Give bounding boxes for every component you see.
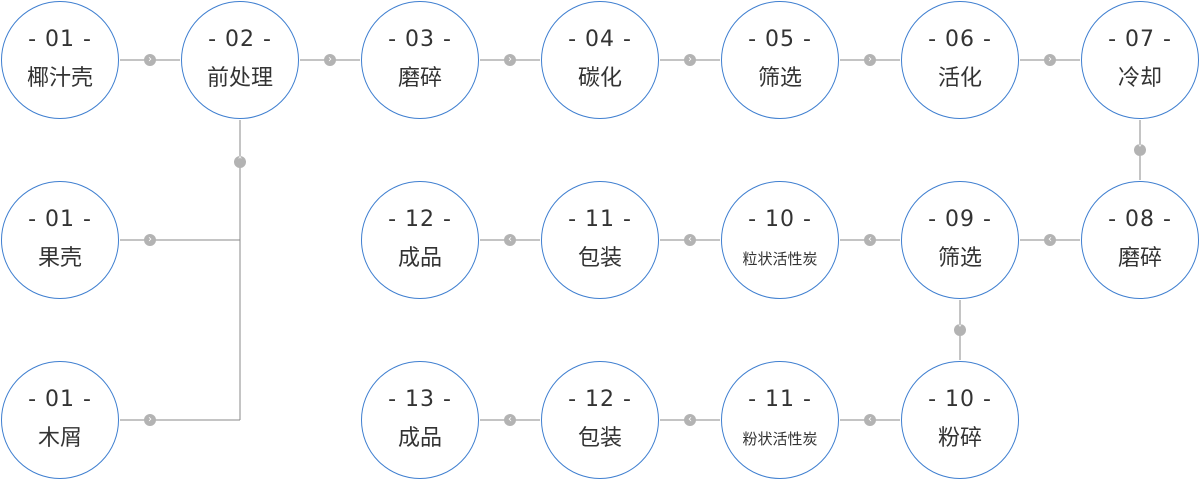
arrow-right-icon: › (144, 54, 156, 66)
node-step-label: 前处理 (206, 66, 273, 91)
process-node-screening-1: - 05 - 筛选 (720, 0, 840, 120)
node-step-label: 果壳 (37, 246, 82, 271)
arrow-left-icon: ‹ (504, 414, 516, 426)
node-step-label: 磨碎 (397, 66, 442, 91)
node-step-label: 粉状活性炭 (742, 430, 818, 448)
process-node-pretreatment: - 02 - 前处理 (180, 0, 300, 120)
process-node-carbonization: - 04 - 碳化 (540, 0, 660, 120)
node-circle (1, 1, 119, 119)
node-circle (541, 181, 659, 299)
node-circle (721, 361, 839, 479)
node-step-number: - 01 - (28, 27, 92, 52)
process-node-product-1: - 12 - 成品 (360, 180, 480, 300)
node-circle (1, 181, 119, 299)
process-node-packaging-2: - 12 - 包装 (540, 360, 660, 480)
node-step-label: 成品 (397, 246, 442, 271)
node-circle (721, 1, 839, 119)
node-circle (721, 181, 839, 299)
node-step-number: - 11 - (568, 207, 632, 232)
process-node-grinding-1: - 03 - 磨碎 (360, 0, 480, 120)
node-step-number: - 13 - (388, 387, 452, 412)
node-step-number: - 03 - (388, 27, 452, 52)
node-step-label: 木屑 (37, 426, 82, 451)
node-step-number: - 10 - (748, 207, 812, 232)
node-step-number: - 02 - (208, 27, 272, 52)
node-step-label: 筛选 (757, 66, 802, 91)
arrow-left-icon: ‹ (684, 234, 696, 246)
node-circle (901, 181, 1019, 299)
node-circle (361, 361, 479, 479)
node-step-number: - 01 - (28, 387, 92, 412)
node-circle (361, 181, 479, 299)
node-circle (1, 361, 119, 479)
arrow-left-icon: ‹ (864, 234, 876, 246)
node-step-label: 包装 (577, 426, 622, 451)
arrow-up-icon: ˄ (234, 156, 246, 168)
arrow-left-icon: ‹ (684, 414, 696, 426)
arrow-right-icon: › (684, 54, 696, 66)
process-node-product-2: - 13 - 成品 (360, 360, 480, 480)
process-node-fruit-shell: - 01 - 果壳 (0, 180, 120, 300)
arrow-down-icon: ˅ (1134, 144, 1146, 156)
node-step-label: 活化 (937, 66, 982, 91)
node-circle (1081, 1, 1199, 119)
node-step-label: 粉碎 (937, 426, 982, 451)
node-step-number: - 06 - (928, 27, 992, 52)
node-step-label: 冷却 (1117, 66, 1162, 91)
node-step-label: 椰汁壳 (26, 66, 93, 91)
node-circle (181, 1, 299, 119)
node-step-number: - 05 - (748, 27, 812, 52)
node-step-number: - 01 - (28, 207, 92, 232)
arrow-right-icon: › (144, 234, 156, 246)
process-node-cooling: - 07 - 冷却 (1080, 0, 1200, 120)
node-step-number: - 12 - (568, 387, 632, 412)
node-step-number: - 11 - (748, 387, 812, 412)
process-node-packaging-1: - 11 - 包装 (540, 180, 660, 300)
node-step-label: 成品 (397, 426, 442, 451)
node-circle (901, 1, 1019, 119)
node-step-label: 碳化 (577, 66, 622, 91)
node-circle (901, 361, 1019, 479)
process-node-sawdust: - 01 - 木屑 (0, 360, 120, 480)
node-step-number: - 10 - (928, 387, 992, 412)
node-step-number: - 07 - (1108, 27, 1172, 52)
process-node-grinding-2: - 08 - 磨碎 (1080, 180, 1200, 300)
node-circle (541, 361, 659, 479)
arrow-right-icon: › (144, 414, 156, 426)
process-node-screening-2: - 09 - 筛选 (900, 180, 1020, 300)
arrow-down-icon: ˅ (954, 324, 966, 336)
arrow-right-icon: › (1044, 54, 1056, 66)
arrow-right-icon: › (324, 54, 336, 66)
node-step-label: 筛选 (937, 246, 982, 271)
arrow-left-icon: ‹ (864, 414, 876, 426)
process-node-powder-carbon: - 11 - 粉状活性炭 (720, 360, 840, 480)
node-step-number: - 12 - (388, 207, 452, 232)
node-step-label: 粒状活性炭 (742, 250, 818, 268)
process-node-pulverizing: - 10 - 粉碎 (900, 360, 1020, 480)
node-step-label: 包装 (577, 246, 622, 271)
node-circle (541, 1, 659, 119)
arrow-left-icon: ‹ (504, 234, 516, 246)
node-step-number: - 09 - (928, 207, 992, 232)
arrow-right-icon: › (864, 54, 876, 66)
process-node-activation: - 06 - 活化 (900, 0, 1020, 120)
process-node-granular-carbon: - 10 - 粒状活性炭 (720, 180, 840, 300)
node-circle (361, 1, 479, 119)
node-step-number: - 04 - (568, 27, 632, 52)
process-node-coconut-shell: - 01 - 椰汁壳 (0, 0, 120, 120)
arrow-right-icon: › (504, 54, 516, 66)
node-step-label: 磨碎 (1117, 246, 1162, 271)
arrow-left-icon: ‹ (1044, 234, 1056, 246)
node-circle (1081, 181, 1199, 299)
node-step-number: - 08 - (1108, 207, 1172, 232)
